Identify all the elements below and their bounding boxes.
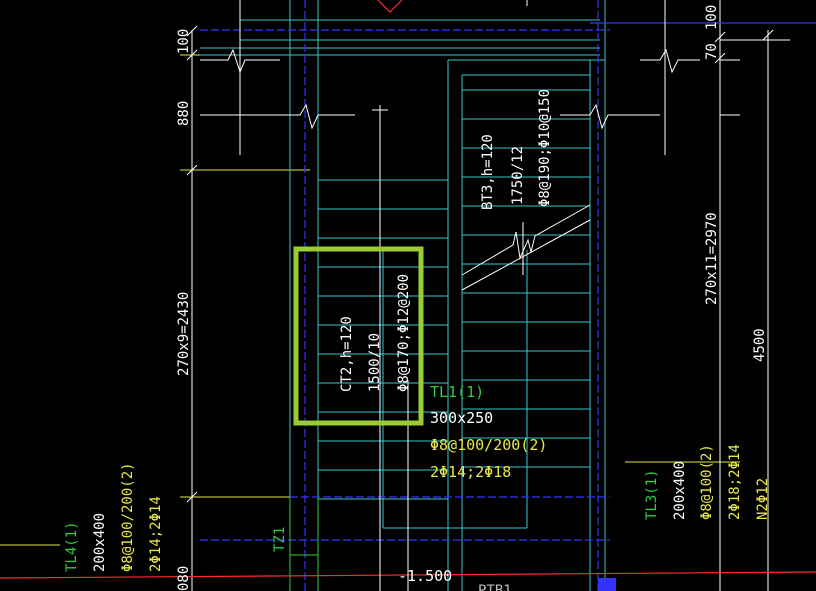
bt3-break-line [461,204,591,291]
axis-lines [200,0,610,591]
tz1-column [289,497,319,591]
bottom-partial-label: PTB1 [478,583,512,591]
dim-left-steps: 270x9=2430 [176,292,192,376]
tl1-stirrup: Φ8@100/200(2) [430,436,547,454]
tl3-extra: N2Φ12 [755,478,771,520]
dim-right-steps: 270x11=2970 [704,212,720,305]
dim-right-100: 100 [704,5,720,30]
dim-left-100: 100 [176,29,192,54]
stair-treads [318,89,590,500]
tl4-size: 200x400 [92,513,108,572]
dimension-lines [0,54,740,546]
tl3-stirrup: Φ8@100(2) [699,444,715,520]
left-dimension-chain [186,25,198,591]
break-lines [200,0,700,591]
elevation-label: -1.500 [398,567,452,585]
right-dimension-chain [714,0,790,591]
dim-left-880: 880 [176,101,192,126]
tl3-name: TL3(1) [644,469,660,520]
dim-right-total: 4500 [752,328,768,362]
ct2-size-label: 1500/10 [367,333,383,392]
tl4-rebar: 2Φ14;2Φ14 [148,496,164,572]
tl3-rebar: 2Φ18;2Φ14 [727,444,743,520]
ct2-name-label: CT2,h=120 [339,316,355,392]
tl4-name: TL4(1) [64,521,80,572]
dim-left-bottom: 080 [176,566,192,591]
floor-marker [598,578,616,591]
tl4-stirrup: Φ8@100/200(2) [120,462,136,572]
ct2-rebar-label: Φ8@170;Φ12@200 [396,274,412,392]
tl3-size: 200x400 [672,461,688,520]
tl1-size: 300x250 [430,409,493,427]
tz1-label: TZ1 [272,527,288,552]
bt3-name-label: BT3,h=120 [480,134,496,210]
dim-right-70: 70 [704,43,720,60]
tl1-rebar: 2Φ14;2Φ18 [430,463,511,481]
selection-highlight-box[interactable] [293,246,424,426]
bt3-rebar-label: Φ8@190;Φ10@150 [537,89,553,207]
tl1-name: TL1(1) [430,383,484,401]
bt3-size-label: 1750/12 [510,146,526,205]
